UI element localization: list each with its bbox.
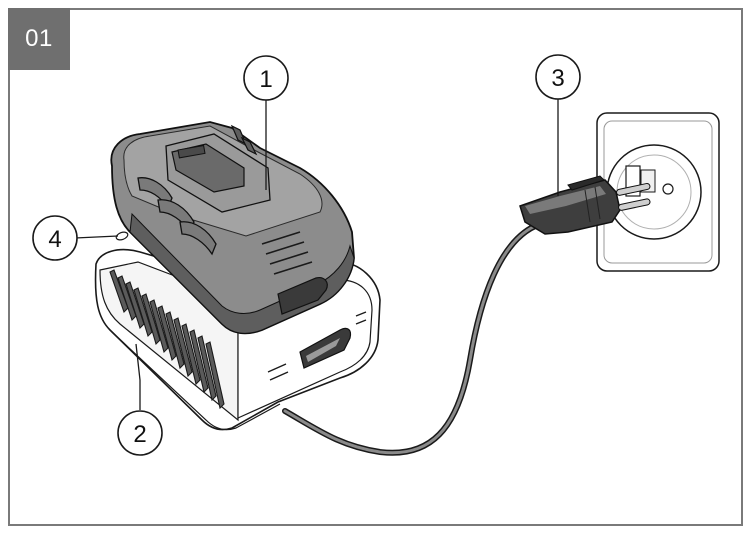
- callout-1: 1: [243, 55, 289, 101]
- mains-plug: [519, 175, 651, 235]
- power-cable: [282, 221, 543, 456]
- svg-text:4: 4: [48, 226, 61, 253]
- charge-indicator-led: [115, 231, 129, 241]
- figure-number-badge: 01: [8, 8, 70, 70]
- callout-4: 4: [32, 215, 78, 261]
- wall-socket: [596, 112, 720, 272]
- svg-text:1: 1: [259, 66, 272, 93]
- leader-line-4: [74, 235, 119, 239]
- svg-text:2: 2: [133, 421, 146, 448]
- leader-line-2: [135, 343, 141, 410]
- svg-text:3: 3: [551, 65, 564, 92]
- callout-3: 3: [535, 54, 581, 100]
- leader-lines: [74, 98, 559, 410]
- ventilation-slots: [109, 269, 225, 410]
- battery-pack: [110, 121, 355, 335]
- callout-2: 2: [117, 410, 163, 456]
